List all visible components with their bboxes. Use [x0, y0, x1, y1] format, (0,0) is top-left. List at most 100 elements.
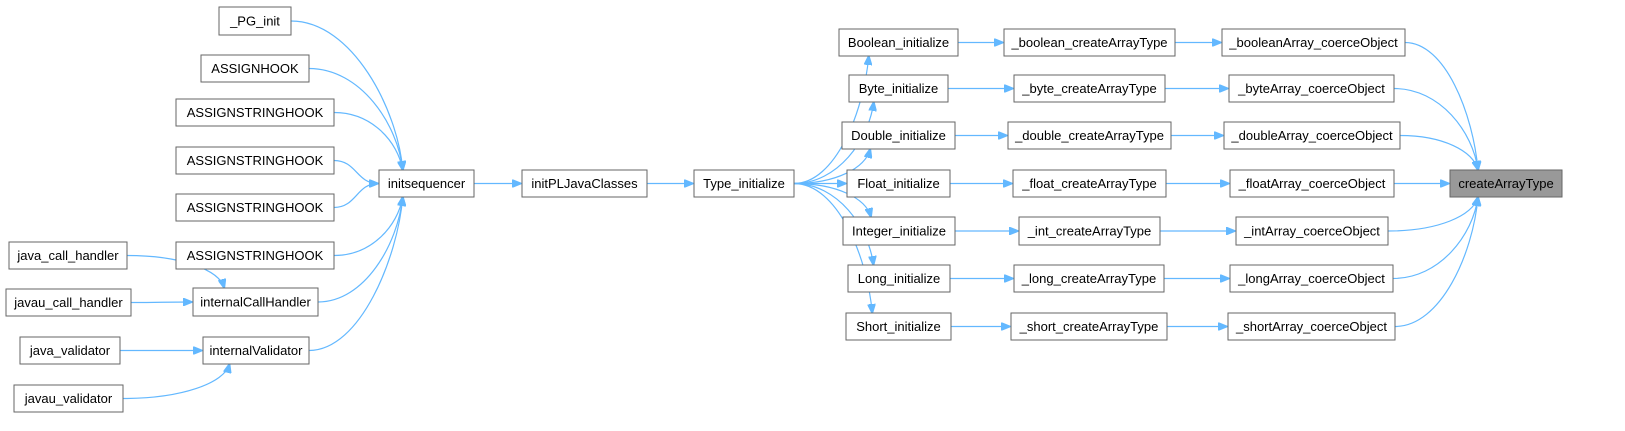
- node-label: ASSIGNSTRINGHOOK: [187, 248, 324, 263]
- node-box[interactable]: [848, 74, 949, 103]
- node-box[interactable]: [846, 169, 951, 198]
- edge-assignstringhook3-to-initsequencer: [333, 184, 378, 209]
- node-box[interactable]: [1012, 169, 1167, 198]
- node-box[interactable]: [841, 121, 956, 150]
- node-long-create-array-type[interactable]: _long_createArrayType: [1013, 264, 1165, 293]
- edge-javau-call-handler-to-internal-call-handler: [130, 302, 192, 303]
- node-javau-call-handler[interactable]: javau_call_handler: [5, 288, 132, 317]
- node-boolean-array-coerce-object[interactable]: _booleanArray_coerceObject: [1221, 28, 1406, 57]
- node-double-create-array-type[interactable]: _double_createArrayType: [1007, 121, 1172, 150]
- node-label: _PG_init: [229, 14, 280, 29]
- node-short-create-array-type[interactable]: _short_createArrayType: [1010, 312, 1168, 341]
- node-short-array-coerce-object[interactable]: _shortArray_coerceObject: [1227, 312, 1396, 341]
- node-label: internalCallHandler: [200, 295, 311, 310]
- node-box[interactable]: [847, 264, 951, 293]
- node-box[interactable]: [1221, 28, 1406, 57]
- edge-type-initialize-to-short-initialize: [793, 182, 872, 314]
- node-label: _double_createArrayType: [1014, 128, 1164, 143]
- node-box[interactable]: [175, 98, 335, 127]
- node-box[interactable]: [1227, 312, 1396, 341]
- node-box[interactable]: [845, 312, 952, 341]
- node-box[interactable]: [1223, 121, 1401, 150]
- node-label: _floatArray_coerceObject: [1238, 176, 1386, 191]
- node-label: ASSIGNSTRINGHOOK: [187, 153, 324, 168]
- node-assignstringhook3[interactable]: ASSIGNSTRINGHOOK: [175, 193, 335, 222]
- node-box[interactable]: [1010, 312, 1168, 341]
- node-box[interactable]: [5, 288, 132, 317]
- node-float-create-array-type[interactable]: _float_createArrayType: [1012, 169, 1167, 198]
- node-internal-call-handler[interactable]: internalCallHandler: [192, 287, 319, 317]
- node-box[interactable]: [1013, 74, 1166, 103]
- node-assignstringhook1[interactable]: ASSIGNSTRINGHOOK: [175, 98, 335, 127]
- edge-internal-validator-to-initsequencer: [308, 197, 403, 352]
- node-int-array-coerce-object[interactable]: _intArray_coerceObject: [1235, 216, 1389, 246]
- node-init-pljava-classes[interactable]: initPLJavaClasses: [521, 169, 648, 198]
- node-box[interactable]: [13, 384, 124, 413]
- edge-byte-array-coerce-object-to-create-array-type: [1393, 87, 1478, 171]
- node-boolean-create-array-type[interactable]: _boolean_createArrayType: [1003, 28, 1176, 57]
- node-short-initialize[interactable]: Short_initialize: [845, 312, 952, 341]
- node-box[interactable]: [521, 169, 648, 198]
- node-box[interactable]: [8, 241, 128, 270]
- node-box[interactable]: [1449, 169, 1563, 198]
- node-float-array-coerce-object[interactable]: _floatArray_coerceObject: [1229, 169, 1395, 198]
- edge-javau-validator-to-internal-validator: [122, 364, 230, 400]
- node-javau-validator[interactable]: javau_validator: [13, 384, 124, 413]
- edge-type-initialize-to-byte-initialize: [793, 102, 874, 185]
- edge-pg-init-to-initsequencer: [290, 20, 403, 170]
- node-create-array-type[interactable]: createArrayType: [1449, 169, 1563, 198]
- node-byte-create-array-type[interactable]: _byte_createArrayType: [1013, 74, 1166, 103]
- node-box[interactable]: [838, 28, 959, 57]
- node-box[interactable]: [1013, 264, 1165, 293]
- node-long-initialize[interactable]: Long_initialize: [847, 264, 951, 293]
- node-box[interactable]: [693, 169, 795, 198]
- node-float-initialize[interactable]: Float_initialize: [846, 169, 951, 198]
- node-box[interactable]: [1018, 216, 1161, 246]
- node-box[interactable]: [1007, 121, 1172, 150]
- node-label: initsequencer: [388, 176, 466, 191]
- node-pg-init[interactable]: _PG_init: [218, 6, 292, 36]
- node-box[interactable]: [192, 287, 319, 317]
- node-label: createArrayType: [1458, 176, 1553, 191]
- node-label: Type_initialize: [703, 176, 785, 191]
- edge-assignstringhook2-to-initsequencer: [333, 159, 378, 184]
- node-box[interactable]: [175, 146, 335, 175]
- node-type-initialize[interactable]: Type_initialize: [693, 169, 795, 198]
- node-box[interactable]: [378, 169, 475, 198]
- node-box[interactable]: [200, 54, 310, 83]
- node-assignhook[interactable]: ASSIGNHOOK: [200, 54, 310, 83]
- node-box[interactable]: [1003, 28, 1176, 57]
- node-java-call-handler[interactable]: java_call_handler: [8, 241, 128, 270]
- node-byte-initialize[interactable]: Byte_initialize: [848, 74, 949, 103]
- node-double-initialize[interactable]: Double_initialize: [841, 121, 956, 150]
- node-box[interactable]: [175, 241, 335, 270]
- node-int-create-array-type[interactable]: _int_createArrayType: [1018, 216, 1161, 246]
- node-long-array-coerce-object[interactable]: _longArray_coerceObject: [1229, 264, 1394, 293]
- node-integer-initialize[interactable]: Integer_initialize: [842, 216, 956, 246]
- node-label: Float_initialize: [857, 176, 939, 191]
- node-label: Integer_initialize: [852, 224, 946, 239]
- node-box[interactable]: [175, 193, 335, 222]
- node-assignstringhook4[interactable]: ASSIGNSTRINGHOOK: [175, 241, 335, 270]
- node-box[interactable]: [218, 6, 292, 36]
- node-box[interactable]: [842, 216, 956, 246]
- node-box[interactable]: [19, 336, 121, 365]
- node-internal-validator[interactable]: internalValidator: [202, 336, 310, 365]
- node-box[interactable]: [1228, 74, 1395, 103]
- node-box[interactable]: [1229, 264, 1394, 293]
- node-box[interactable]: [1235, 216, 1389, 246]
- node-box[interactable]: [1229, 169, 1395, 198]
- node-label: _intArray_coerceObject: [1243, 224, 1380, 239]
- edge-internal-call-handler-to-initsequencer: [317, 197, 403, 303]
- node-boolean-initialize[interactable]: Boolean_initialize: [838, 28, 959, 57]
- node-java-validator[interactable]: java_validator: [19, 336, 121, 365]
- edge-short-array-coerce-object-to-create-array-type: [1394, 197, 1478, 328]
- node-initsequencer[interactable]: initsequencer: [378, 169, 475, 198]
- node-assignstringhook2[interactable]: ASSIGNSTRINGHOOK: [175, 146, 335, 175]
- node-double-array-coerce-object[interactable]: _doubleArray_coerceObject: [1223, 121, 1401, 150]
- node-label: _float_createArrayType: [1021, 176, 1156, 191]
- node-box[interactable]: [202, 336, 310, 365]
- node-label: javau_validator: [24, 391, 113, 406]
- node-label: java_call_handler: [16, 248, 119, 263]
- node-byte-array-coerce-object[interactable]: _byteArray_coerceObject: [1228, 74, 1395, 103]
